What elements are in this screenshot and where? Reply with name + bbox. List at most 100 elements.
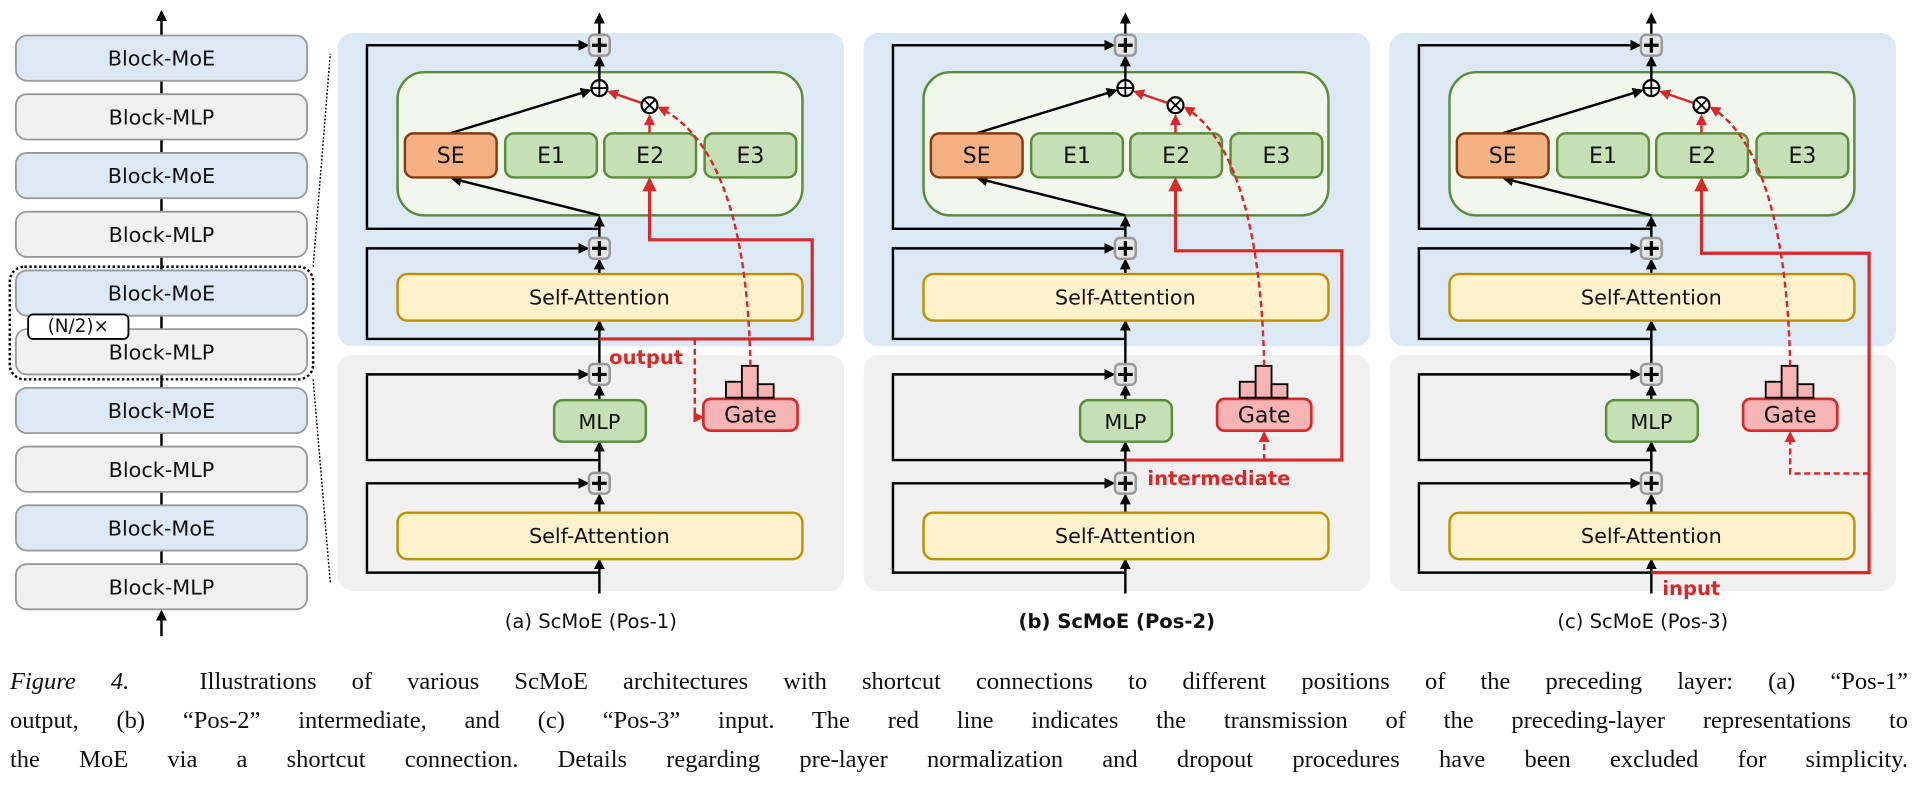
circle-times-icon [1695, 98, 1708, 112]
block-moe [14, 269, 308, 317]
gate-label: Gate [1764, 404, 1817, 429]
expert-e1 [503, 132, 599, 179]
gate-label: Gate [724, 404, 777, 429]
mlp-block [1604, 398, 1700, 443]
self-attention-label: Self-Attention [1581, 285, 1722, 309]
residual-skip [1417, 368, 1652, 462]
residual-skip [891, 477, 1126, 574]
self-attention-block [922, 511, 1330, 561]
self-attention-label: Self-Attention [1055, 524, 1196, 548]
block-label: Block-MLP [109, 105, 215, 129]
plus-icon [592, 475, 607, 491]
shared-expert-out-arrow [1501, 87, 1644, 135]
figure-label: Figure 4. [10, 668, 130, 695]
residual-skip [365, 39, 600, 231]
block-mlp [14, 93, 308, 141]
residual-skip [365, 368, 600, 462]
shortcut-position-label: output [609, 346, 683, 369]
expert-e3 [703, 132, 798, 179]
mlp-label: MLP [1104, 410, 1146, 434]
block-mlp [14, 563, 308, 611]
block-moe [14, 386, 308, 435]
expert-label: E1 [1589, 144, 1617, 169]
block-mlp [14, 445, 308, 493]
shared-expert-out-arrow [449, 87, 592, 135]
circle-times-icon [643, 98, 656, 112]
panel-caption: (c) ScMoE (Pos-3) [1557, 610, 1728, 633]
shortcut-red-line [599, 177, 814, 341]
gate-histogram-bar [756, 383, 775, 399]
expert-label: E2 [1162, 144, 1190, 169]
mlp-block [552, 398, 648, 443]
expert-label: SE [1489, 144, 1517, 169]
panel-caption: (a) ScMoE (Pos-1) [505, 610, 677, 633]
shortcut-position-label: intermediate [1147, 467, 1290, 490]
shortcut-position-label: input [1662, 577, 1720, 600]
plus-icon [1118, 241, 1133, 256]
circle-plus-icon [1117, 80, 1134, 97]
mlp-block [1078, 398, 1174, 443]
expert-label: E3 [1788, 144, 1816, 169]
product-to-sum-arrow [1133, 89, 1168, 104]
block-label: Block-MLP [109, 223, 215, 247]
plus-icon [592, 37, 607, 53]
gate-label: Gate [1238, 404, 1291, 429]
block-label: Block-MoE [108, 282, 215, 306]
caption-line-2: output, (b) “Pos-2” intermediate, and (c… [10, 707, 1908, 734]
block-label: Block-MoE [108, 399, 215, 423]
shortcut-red-line [1651, 177, 1871, 575]
gate-block [1215, 397, 1313, 433]
circle-plus-icon [1643, 80, 1660, 97]
residual-skip [1417, 477, 1652, 574]
residual-skip [891, 242, 1126, 341]
repeat-label-box [27, 313, 130, 340]
expert-e3 [1229, 132, 1324, 179]
to-shared-expert-arrow [1502, 175, 1652, 217]
self-attention-block [396, 511, 804, 561]
gate-histogram-bar [1780, 364, 1799, 399]
gate-histogram-bar [1238, 380, 1257, 399]
residual-skip [891, 368, 1126, 462]
plus-icon [1118, 475, 1133, 491]
plus-icon [1118, 37, 1133, 53]
self-attention-block [1448, 511, 1856, 561]
gate-histogram-bar [1270, 383, 1289, 399]
expert-e1 [1029, 132, 1125, 179]
plus-icon [1644, 367, 1659, 382]
block-mlp [14, 210, 308, 258]
shared-expert [403, 132, 498, 179]
block-moe [14, 34, 308, 82]
expert-e3 [1755, 132, 1850, 179]
plus-icon [1644, 475, 1659, 491]
gate-histogram-bar [1764, 380, 1783, 399]
repeat-label: (N/2)× [48, 316, 109, 337]
expert-e1 [1555, 132, 1651, 179]
expert-label: E3 [736, 144, 764, 169]
block-label: Block-MLP [109, 458, 215, 482]
expert-label: E2 [636, 144, 664, 169]
residual-skip [1417, 242, 1652, 341]
plus-icon [1644, 241, 1659, 256]
shared-expert [929, 132, 1024, 179]
block-label: Block-MoE [108, 517, 215, 541]
gate-histogram-bar [725, 380, 743, 399]
shared-expert [1455, 132, 1550, 179]
block-label: Block-MLP [109, 340, 215, 364]
gate-histogram-bar [1254, 364, 1273, 399]
residual-skip [365, 477, 600, 574]
plus-icon [592, 367, 607, 382]
gate-histogram-bar [1796, 383, 1815, 399]
zoom-guide-bottom [312, 379, 331, 583]
gate-block [1741, 397, 1839, 433]
plus-icon [592, 241, 607, 256]
expert-label: SE [963, 144, 991, 169]
expert-label: E1 [1063, 144, 1091, 169]
self-attention-block [1448, 272, 1856, 322]
residual-skip [365, 242, 600, 341]
self-attention-block [396, 272, 804, 322]
self-attention-label: Self-Attention [529, 285, 670, 309]
to-shared-expert-arrow [976, 175, 1126, 217]
caption-line-1: Figure 4. Illustrations of various ScMoE… [10, 668, 1908, 696]
self-attention-label: Self-Attention [1581, 524, 1722, 548]
